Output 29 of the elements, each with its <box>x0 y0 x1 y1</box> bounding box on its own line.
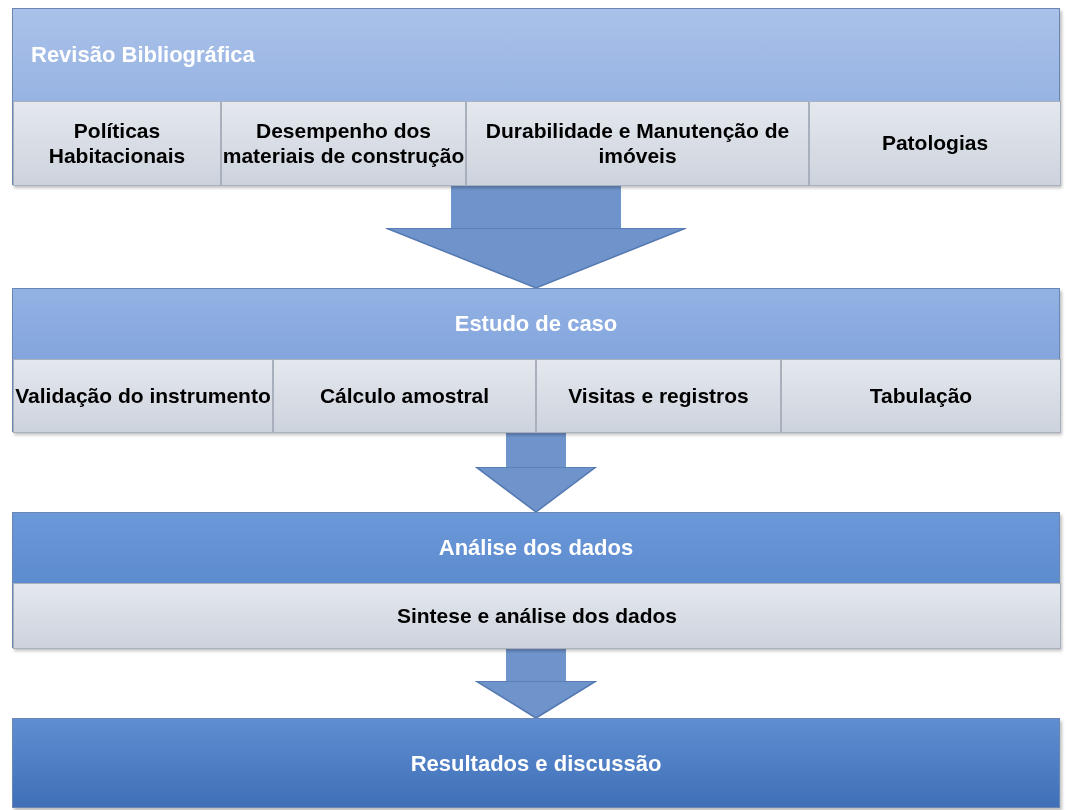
topic-box <box>221 101 466 186</box>
block-arrow <box>475 648 597 719</box>
topic-box <box>13 583 1061 649</box>
section-heading: Resultados e discussão <box>409 751 663 777</box>
result-band <box>12 718 1060 808</box>
topic-box <box>13 359 273 433</box>
section-heading: Estudo de caso <box>453 311 619 337</box>
topic-box <box>13 101 221 186</box>
section-heading: Análise dos dados <box>437 535 635 561</box>
topic-label: Durabilidade e Manutenção de imóveis <box>484 119 791 168</box>
topic-label: Sintese e análise dos dados <box>396 603 678 629</box>
topic-label: Patologias <box>881 131 989 156</box>
topic-label: Políticas Habitacionais <box>47 119 187 168</box>
topic-box <box>273 359 536 433</box>
topic-box <box>466 101 809 186</box>
section-band <box>12 288 1060 432</box>
topic-label: Validação do instrumento <box>15 383 271 409</box>
topic-box <box>536 359 781 433</box>
topic-label: Tabulação <box>869 383 973 409</box>
section-band <box>12 512 1060 648</box>
topic-label: Cálculo amostral <box>319 383 490 409</box>
topic-label: Visitas e registros <box>568 383 749 409</box>
section-band <box>12 8 1060 185</box>
section-heading: Revisão Bibliográfica <box>31 43 255 68</box>
block-arrow <box>475 432 597 513</box>
block-arrow <box>385 185 687 289</box>
topic-label: Desempenho dos materiais de construção <box>222 119 465 168</box>
topic-box <box>809 101 1061 186</box>
topic-box <box>781 359 1061 433</box>
